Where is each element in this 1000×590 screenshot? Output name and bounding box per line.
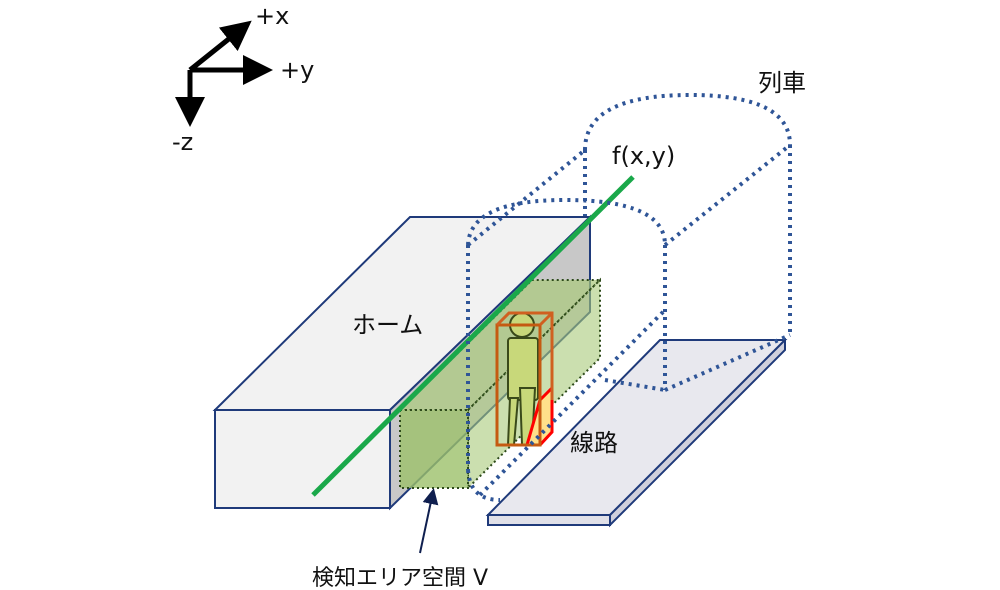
track-label: 線路 [570, 429, 618, 457]
function-label: f(x,y) [612, 142, 676, 170]
train-outline-front [466, 143, 792, 502]
axis-z-label: -z [172, 128, 194, 156]
train-label: 列車 [758, 69, 806, 97]
axes-icon [175, 20, 273, 127]
function-line [311, 175, 635, 497]
track-plate [485, 337, 788, 528]
axis-y-label: +y [280, 56, 315, 84]
detection-area-label: 検知エリア空間 V [312, 566, 489, 590]
detection-pointer-arrow [419, 488, 439, 554]
axis-x-label: +x [255, 2, 290, 30]
train-outline-back [583, 92, 792, 335]
person-bounding-box [495, 311, 554, 447]
platform-label: ホーム [352, 311, 424, 339]
